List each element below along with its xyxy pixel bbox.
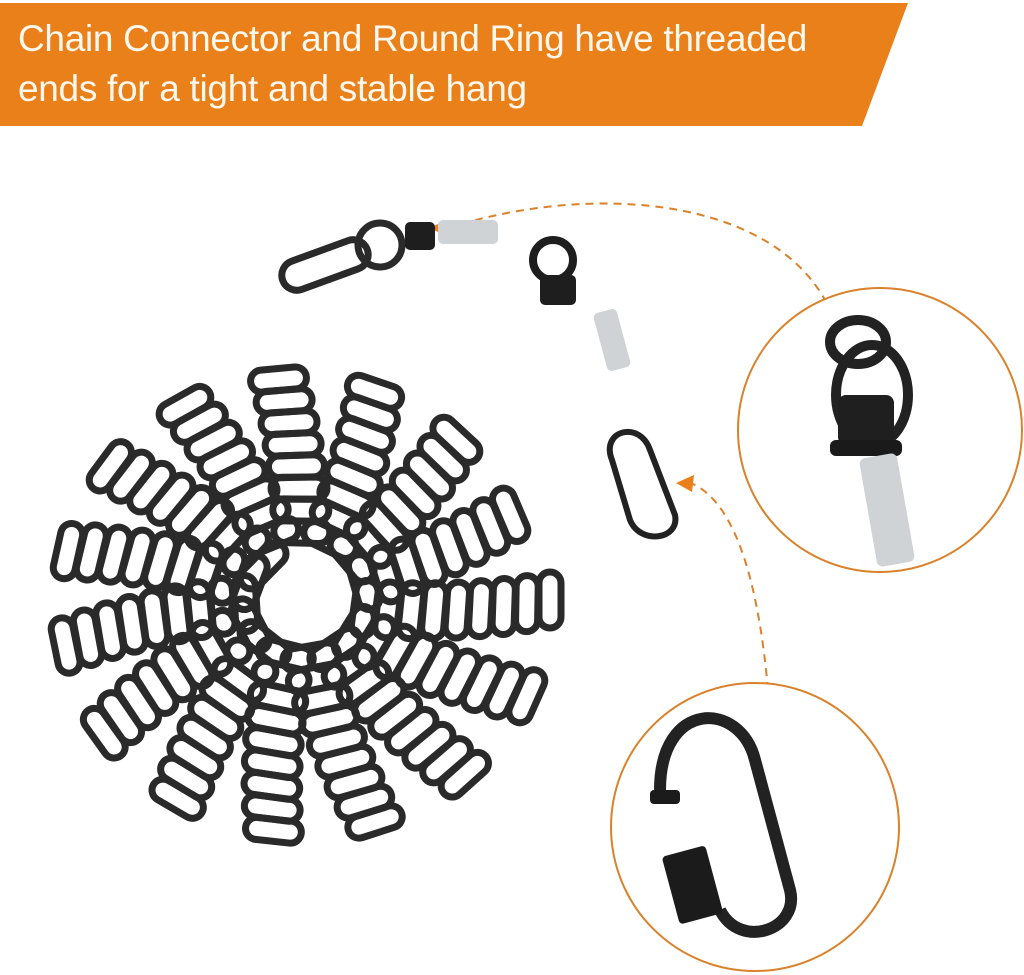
- chain-top-end: [278, 219, 498, 294]
- arrow-head-bottom: [676, 475, 694, 492]
- dashed-arrow-bottom: [687, 481, 769, 691]
- ring-connector-detail-icon: [825, 315, 915, 567]
- chain-link: [236, 539, 290, 593]
- chain-coil: [47, 363, 565, 847]
- chain-link: [488, 575, 519, 639]
- dashed-arrow-top: [447, 202, 831, 311]
- banner-line-1: Chain Connector and Round Ring have thre…: [18, 18, 808, 59]
- round-ring-part-icon: [529, 236, 577, 305]
- banner-text: Chain Connector and Round Ring have thre…: [18, 14, 878, 114]
- quick-link-part-icon: [606, 429, 679, 540]
- chain-link: [512, 572, 542, 636]
- banner-shape: [0, 3, 908, 126]
- chain-link: [270, 517, 334, 548]
- banner-line-2: ends for a tight and stable hang: [18, 68, 527, 109]
- threaded-sleeve-icon: [593, 309, 631, 371]
- quick-link-detail-icon: [650, 712, 798, 938]
- headline-banner: Chain Connector and Round Ring have thre…: [0, 0, 910, 126]
- chain-link: [535, 568, 565, 632]
